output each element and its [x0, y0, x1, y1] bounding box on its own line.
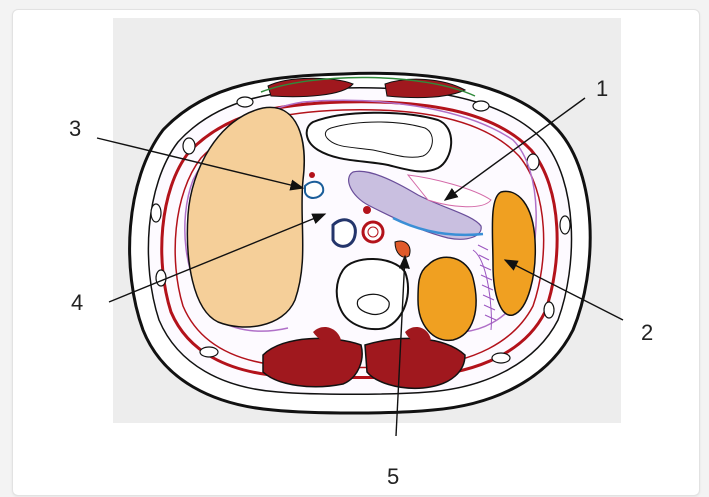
label-2: 2	[641, 322, 653, 344]
portal-triad	[305, 182, 323, 198]
label-4: 4	[71, 292, 83, 314]
label-1: 1	[596, 78, 608, 100]
erector-muscle-left	[263, 338, 362, 386]
inferior-vena-cava	[333, 220, 355, 247]
hepatic-artery	[309, 172, 315, 178]
left-kidney	[418, 257, 476, 340]
label-3: 3	[69, 118, 81, 140]
label-5: 5	[387, 466, 399, 488]
small-artery	[363, 206, 371, 214]
figure-card: 1 2 3 4 5	[12, 9, 700, 496]
aorta-lumen	[368, 227, 378, 237]
